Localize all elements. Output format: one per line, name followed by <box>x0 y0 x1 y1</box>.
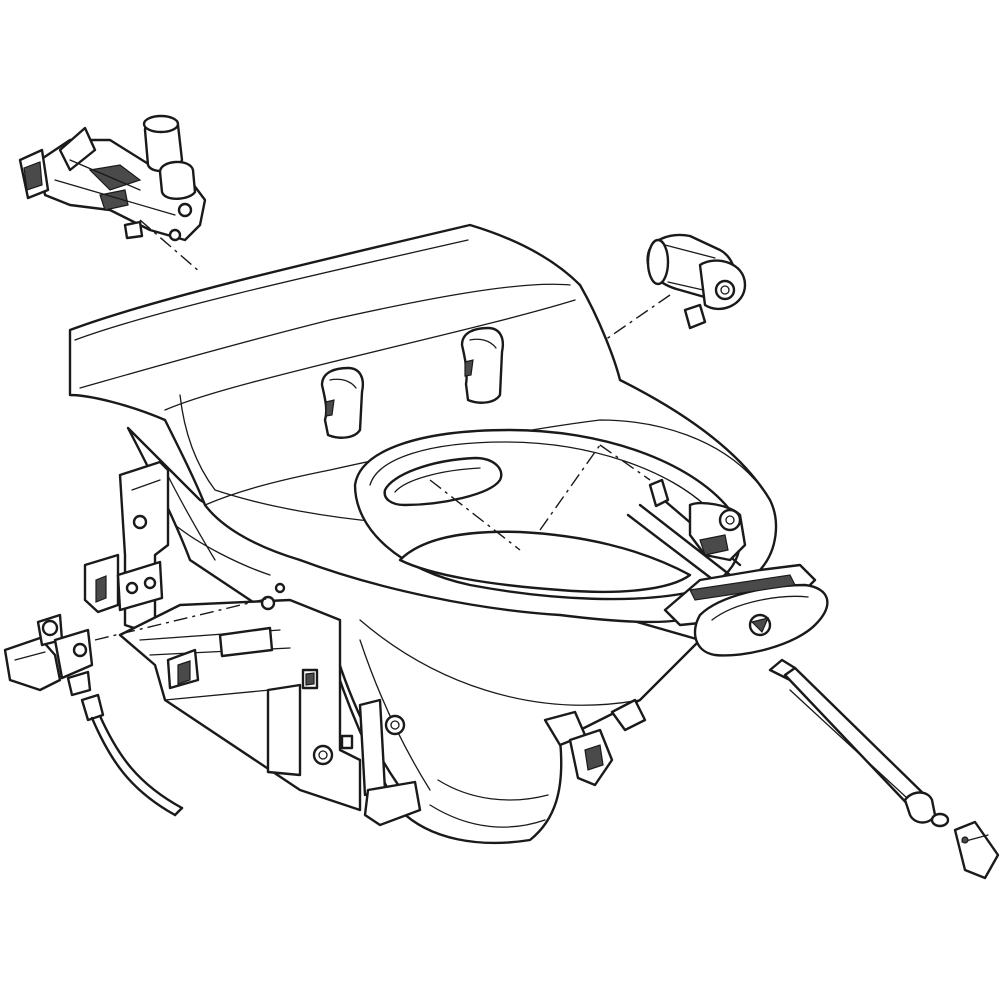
top-left-pump-assembly <box>18 114 207 242</box>
o-ring-icon <box>930 812 950 828</box>
screw-icon <box>143 576 157 590</box>
nozzle-tube <box>768 658 937 824</box>
nozzle-tip <box>930 812 1000 880</box>
leader-line <box>539 444 601 531</box>
leader-lines <box>94 219 671 641</box>
valve-port-icon <box>41 619 59 637</box>
screw-icon <box>132 514 148 530</box>
pivot-icon <box>718 508 742 532</box>
leader-line <box>429 479 521 551</box>
socket-icon <box>312 744 334 766</box>
left-valve <box>3 613 94 697</box>
leader-line <box>599 444 651 481</box>
motor-end-icon <box>646 238 670 286</box>
top-right-motor <box>646 233 747 330</box>
power-cable <box>80 693 184 817</box>
bottom-connector <box>543 698 647 787</box>
motor-cap-icon <box>142 114 180 134</box>
leader-line <box>139 219 201 273</box>
leader-line <box>604 294 671 341</box>
screw-icon <box>260 595 276 611</box>
motor-shaft-icon <box>714 279 736 301</box>
spray-arm-assembly <box>626 478 829 657</box>
screw-icon <box>125 581 139 595</box>
leader-line <box>94 597 271 641</box>
rear-bracket-frame <box>83 460 422 827</box>
screw-icon <box>384 714 406 736</box>
hinge-clip-right <box>460 326 504 404</box>
hinge-clip-left <box>320 366 364 439</box>
